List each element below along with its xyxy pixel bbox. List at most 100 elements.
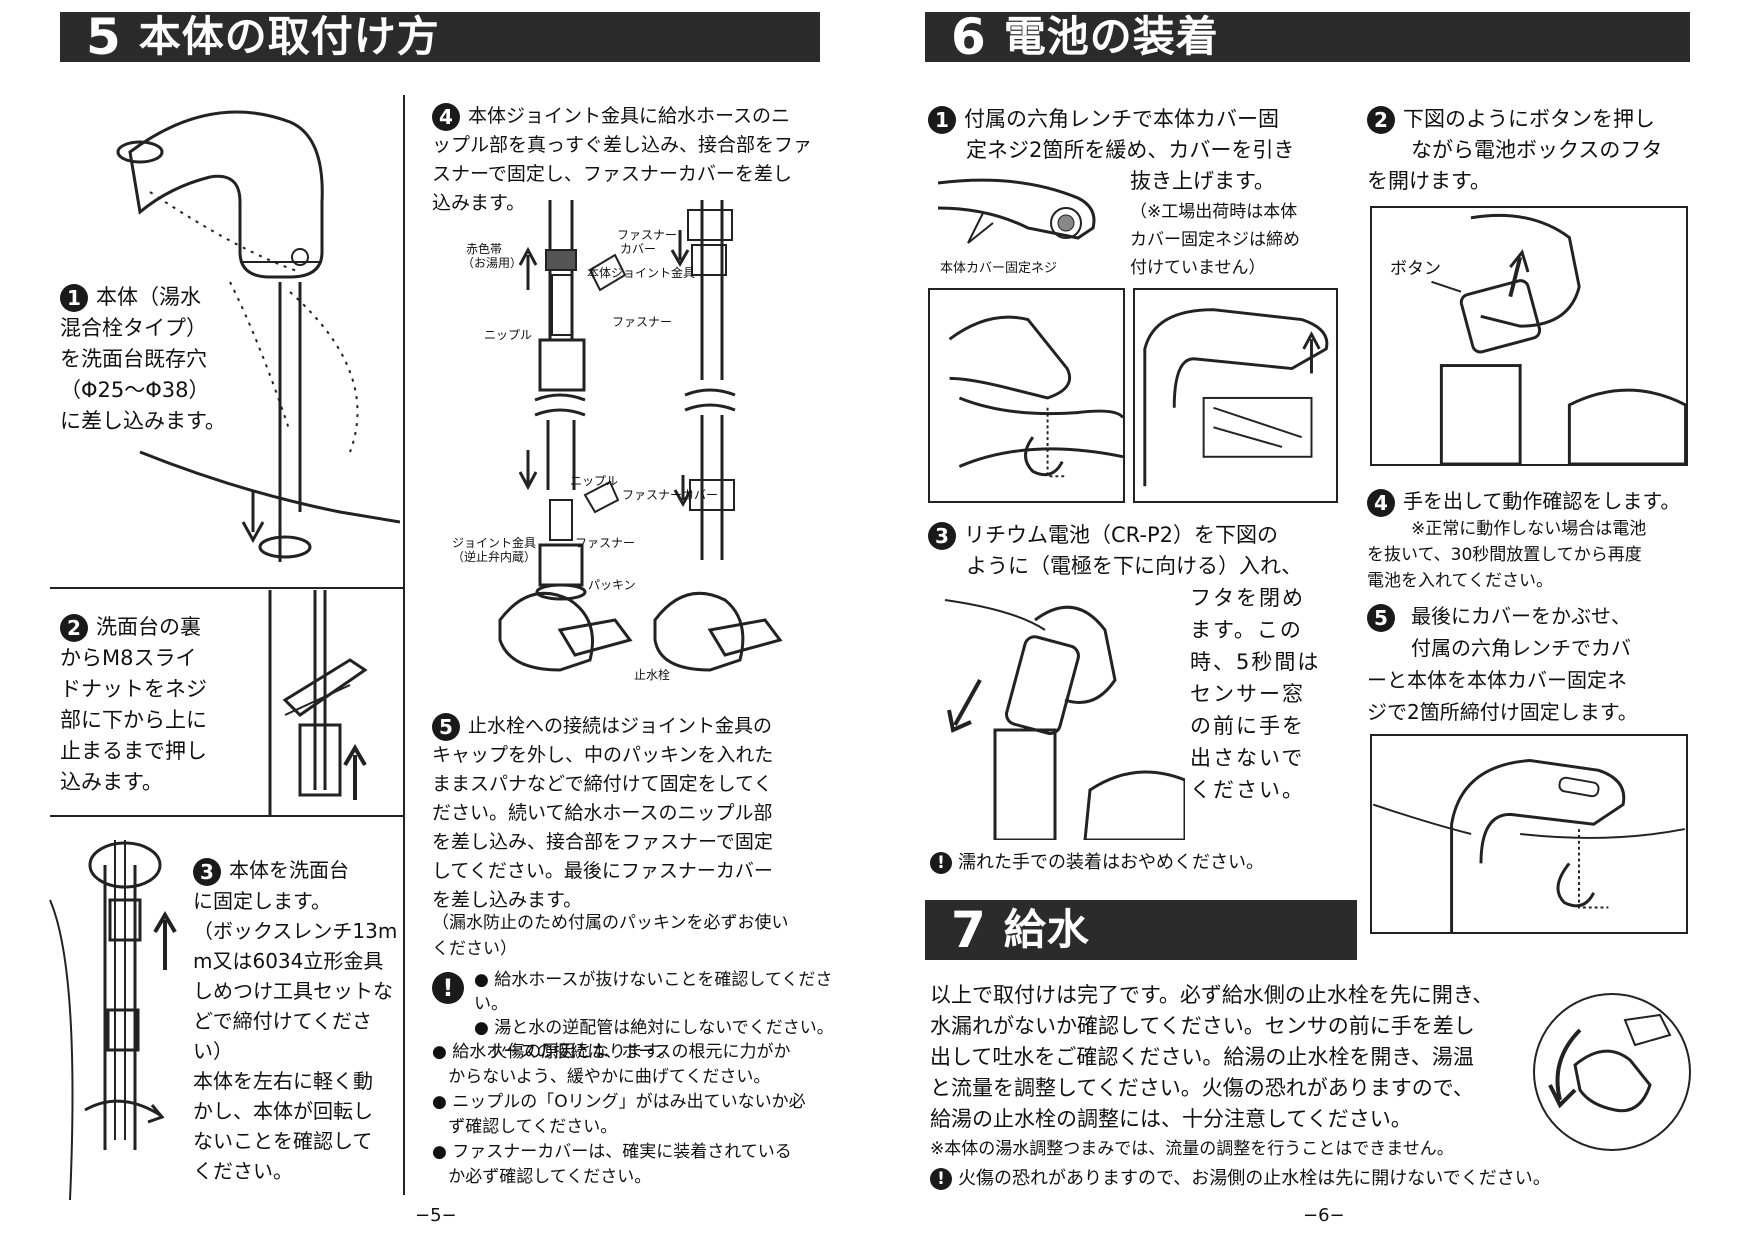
s5-step3-line: ないことを確認して — [193, 1128, 373, 1153]
s6-step4-note: ※正常に動作しない場合は電池 を抜いて、30秒間放置してから再度 電池を入れてく… — [1367, 516, 1697, 594]
s6-step1-note-line: カバー固定ネジは締め — [1130, 230, 1300, 250]
s5-step3-line: どで締付けてください） — [193, 1008, 372, 1063]
s5-step3-line: しめつけ工具セットな — [193, 978, 393, 1003]
s6-step5-line: ジで2箇所締付け固定します。 — [1367, 700, 1638, 724]
bullet-line: ファスナーカバーは、確実に装着されている — [452, 1142, 792, 1162]
s5-step3-line: かし、本体が回転し — [193, 1098, 373, 1123]
label-joint: ジョイント金具 — [452, 536, 537, 550]
bullet-line: ず確認してください。 — [448, 1117, 618, 1137]
label-hot-use: （お湯用） — [462, 256, 523, 270]
s5-step4-line: スナーで固定し、ファスナーカバーを差し — [432, 163, 792, 185]
warning-line: 火傷の原因となります。 — [490, 1042, 676, 1062]
insert-battery-illustration — [935, 590, 1185, 840]
faucet-insert-illustration — [60, 92, 400, 582]
section-6-number: 6 — [951, 8, 986, 66]
column-divider — [403, 95, 405, 1195]
label-red-band: 赤色帯 — [466, 242, 503, 256]
s5-step5-line: キャップを外し、中のパッキンを入れた — [432, 744, 774, 766]
s6-step3-line: ください。 — [1190, 778, 1305, 802]
s5-step3-line: に固定します。 — [193, 888, 331, 913]
label-fastener-cover-lower: ファスナーカバー — [622, 488, 719, 502]
s6-step5-line: ーと本体を本体カバー固定ネ — [1367, 668, 1627, 692]
s6-step4-line: 手を出して動作確認をします。 — [1403, 489, 1681, 513]
warning-line: 湯と水の逆配管は絶対にしないでください。 — [494, 1018, 834, 1038]
warning-icon: ! — [930, 852, 952, 874]
s6-step1-line: 付属の六角レンチで本体カバー固 — [964, 107, 1279, 131]
step-number-badge: 5 — [1367, 603, 1395, 632]
label-body-joint: 本体ジョイント金具 — [587, 266, 696, 280]
lift-cover-illustration — [1133, 288, 1338, 503]
bullet-line: ニップルの「Oリング」がはみ出ていないか必 — [452, 1092, 806, 1112]
s6-step1-line: 抜き上げます。 — [1130, 169, 1275, 193]
loosen-screw-illustration — [928, 288, 1125, 503]
s7-note: ※本体の湯水調整つまみでは、流量の調整を行うことはできません。 — [930, 1139, 1454, 1159]
step-number-badge: 5 — [432, 712, 460, 741]
s7-warning: ! 火傷の恐れがありますので、お湯側の止水栓は先に開けないでください。 — [930, 1164, 1590, 1190]
s6-step3-line: 出さないで — [1190, 746, 1305, 770]
label-fastener-cover: カバー — [620, 242, 657, 256]
s6-step1-note-line: 付けていません） — [1130, 258, 1266, 278]
label-fastener-lower: ファスナー — [575, 536, 636, 550]
s5-step3-line: m又は6034立形金具 — [193, 948, 384, 973]
label-stop-valve: 止水栓 — [634, 668, 671, 682]
warning-line: 給水ホースが抜けないことを確認してください。 — [474, 970, 833, 1014]
s6-step3-line: リチウム電池（CR-P2）を下図の — [964, 523, 1279, 547]
section-7-number: 7 — [951, 901, 986, 959]
s6-step4-note-line: 電池を入れてください。 — [1367, 571, 1553, 591]
s7-text: 以上で取付けは完了です。必ず給水側の止水栓を先に開き、 水漏れがないか確認してく… — [930, 980, 1530, 1135]
step-number-badge: 4 — [432, 102, 460, 131]
s5-step1-line: （Φ25〜Φ38） — [60, 378, 210, 402]
label-button: ボタン — [1390, 259, 1441, 279]
s6-step3-line: フタを閉め — [1190, 586, 1305, 610]
section-5-number: 5 — [86, 8, 121, 66]
section-5-header: 5 本体の取付け方 — [60, 12, 820, 62]
s5-step5-line: を差し込み、接合部をファスナーで固定 — [432, 831, 773, 853]
warning-text: ● 給水ホースが抜けないことを確認してください。 ● 湯と水の逆配管は絶対にしな… — [474, 970, 834, 1062]
s5-step5-line: 止水栓への接続はジョイント金具の — [468, 715, 773, 737]
s5-step2-line: 洗面台の裏 — [96, 615, 201, 639]
s6-step3-line: の前に手を — [1190, 714, 1305, 738]
s5-step2-line: 止まるまで押し — [60, 739, 207, 763]
s6-step3-warning: ! 濡れた手での装着はおやめください。 — [930, 848, 1350, 874]
s6-step1-note-line: （※工場出荷時は本体 — [1130, 202, 1298, 222]
s5-step3-line: 本体を左右に軽く動 — [193, 1068, 373, 1093]
warning-icon: ! — [930, 1168, 952, 1190]
section-6-header: 6 電池の装着 — [925, 12, 1690, 62]
refit-cover-illustration — [1370, 734, 1688, 934]
s5-step5-line: してください。最後にファスナーカバー — [432, 860, 773, 882]
warning-text: 火傷の恐れがありますので、お湯側の止水栓は先に開けないでください。 — [958, 1168, 1551, 1189]
s5-step1-line: 本体（湯水 — [96, 285, 201, 309]
label-fastener-cover: ファスナー — [617, 228, 678, 242]
s5-bullets: ● 給水ホースの接続は、ホースの根元に力がか からないよう、緩やかに曲げてくださ… — [432, 1042, 806, 1187]
s6-step3-line: ように（電極を下に向ける）入れ、 — [966, 554, 1303, 578]
s5-step1-line: に差し込みます。 — [60, 409, 226, 433]
s6-step3-line: 時、5秒間は — [1190, 650, 1321, 674]
section-5-title: 本体の取付け方 — [138, 12, 440, 61]
s7-line: 出して吐水をご確認ください。給湯の止水栓を開き、湯温 — [930, 1045, 1474, 1069]
step-number-badge: 2 — [1367, 106, 1395, 134]
section-6-title: 電池の装着 — [1003, 12, 1219, 61]
section-7-header: 7 給水 — [925, 900, 1357, 960]
battery-box-open-illustration — [1370, 206, 1688, 466]
warning-text: 濡れた手での装着はおやめください。 — [958, 852, 1264, 873]
s5-step5-note: （漏水防止のため付属のパッキンを必ずお使い ください） — [432, 910, 832, 962]
page-number-6: −6− — [1303, 1205, 1345, 1226]
row-divider — [50, 587, 403, 589]
s5-step2-line: からM8スライ — [60, 646, 197, 670]
fix-body-illustration — [40, 820, 200, 1200]
s6-step5-line: 付属の六角レンチでカバ — [1411, 636, 1631, 660]
s5-step3-line: （ボックスレンチ13m — [193, 918, 398, 943]
s5-step4-line: 本体ジョイント金具に給水ホースのニ — [468, 105, 791, 127]
row-divider — [50, 815, 403, 817]
s7-line: 給湯の止水栓の調整には、十分注意してください。 — [930, 1107, 1412, 1131]
s5-step5-line: ままスパナなどで締付けて固定をしてく — [432, 773, 773, 795]
s5-step4-line: 込みます。 — [432, 192, 526, 214]
s6-step1-note: （※工場出荷時は本体 カバー固定ネジは締め 付けていません） — [1130, 198, 1340, 282]
page-number-5: −5− — [415, 1205, 457, 1226]
s5-step2-line: 込みます。 — [60, 770, 163, 794]
